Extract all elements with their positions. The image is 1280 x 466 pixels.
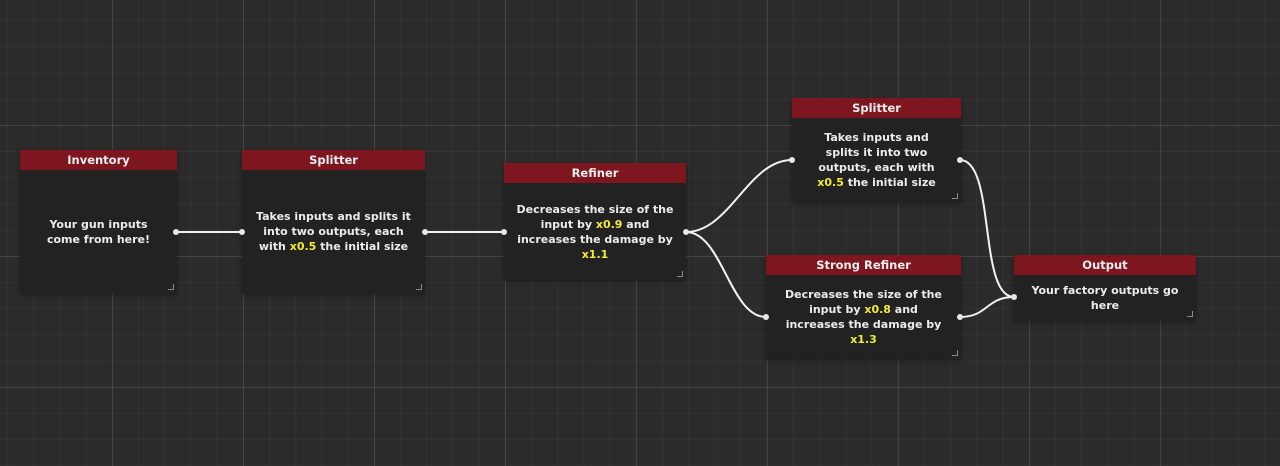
description-text: Decreases the size of the input by x0.8 …	[778, 287, 949, 347]
node-description: Your gun inputs come from here!	[20, 170, 177, 293]
damage-multiplier: x1.3	[850, 333, 877, 346]
splitter-node[interactable]: Splitter Takes inputs and splits it into…	[792, 98, 961, 202]
resize-grip-icon[interactable]	[677, 271, 683, 277]
node-description: Your factory outputs go here	[1014, 275, 1196, 320]
size-multiplier: x0.8	[864, 303, 891, 316]
node-title[interactable]: Strong Refiner	[766, 255, 961, 275]
resize-grip-icon[interactable]	[416, 284, 422, 290]
wire-splitter-to-output	[959, 159, 1015, 298]
node-title[interactable]: Refiner	[504, 163, 686, 183]
resize-grip-icon[interactable]	[168, 284, 174, 290]
splitter-input-port[interactable]	[789, 157, 795, 163]
description-part: Takes inputs and splits it into two outp…	[256, 210, 411, 253]
splitter-input-port[interactable]	[239, 229, 245, 235]
output-node[interactable]: Output Your factory outputs go here	[1014, 255, 1196, 320]
size-multiplier: x0.5	[289, 240, 317, 253]
output-input-port[interactable]	[1011, 294, 1017, 300]
damage-multiplier: x1.1	[581, 247, 609, 261]
description-part: and increases the damage by	[785, 303, 942, 331]
description-text: Decreases the size of the input by x0.9 …	[516, 202, 674, 262]
node-description: Takes inputs and splits it into two outp…	[792, 118, 961, 202]
description-part: and increases the damage by	[517, 217, 673, 246]
description-part: the initial size	[316, 240, 409, 253]
description-part: Decreases the size of the input by	[516, 202, 674, 231]
node-title[interactable]: Splitter	[792, 98, 961, 118]
description-text: Your factory outputs go here	[1031, 283, 1179, 312]
description-text: Your gun inputs come from here!	[46, 217, 151, 246]
size-multiplier: x0.9	[595, 217, 623, 231]
splitter-output-port[interactable]	[957, 157, 963, 163]
refiner-input-port[interactable]	[501, 229, 507, 235]
description-part: Decreases the size of the input by	[785, 288, 942, 316]
node-description: Decreases the size of the input by x0.8 …	[766, 275, 961, 359]
description-part: the initial size	[843, 176, 936, 189]
strong-refiner-node[interactable]: Strong Refiner Decreases the size of the…	[766, 255, 961, 359]
description-part: Takes inputs and splits it into two outp…	[818, 131, 935, 174]
refiner-output-port[interactable]	[683, 229, 689, 235]
size-multiplier: x0.5	[817, 176, 844, 189]
resize-grip-icon[interactable]	[1187, 311, 1193, 317]
description-text: Takes inputs and splits it into two outp…	[254, 209, 413, 254]
splitter-node[interactable]: Splitter Takes inputs and splits it into…	[242, 150, 425, 293]
node-title[interactable]: Output	[1014, 255, 1196, 275]
refiner-node[interactable]: Refiner Decreases the size of the input …	[504, 163, 686, 280]
node-title[interactable]: Splitter	[242, 150, 425, 170]
node-description: Takes inputs and splits it into two outp…	[242, 170, 425, 293]
node-description: Decreases the size of the input by x0.9 …	[504, 183, 686, 280]
wire-refiner-to-strong-refiner	[685, 231, 767, 318]
splitter-output-port[interactable]	[422, 229, 428, 235]
wire-strong-refiner-to-output	[959, 296, 1015, 318]
strong-refiner-input-port[interactable]	[763, 314, 769, 320]
description-text: Takes inputs and splits it into two outp…	[806, 130, 947, 190]
inventory-output-port[interactable]	[173, 229, 179, 235]
inventory-node[interactable]: Inventory Your gun inputs come from here…	[20, 150, 177, 293]
strong-refiner-output-port[interactable]	[957, 314, 963, 320]
resize-grip-icon[interactable]	[952, 193, 958, 199]
resize-grip-icon[interactable]	[952, 350, 958, 356]
wire-refiner-to-splitter	[685, 159, 793, 233]
node-title[interactable]: Inventory	[20, 150, 177, 170]
